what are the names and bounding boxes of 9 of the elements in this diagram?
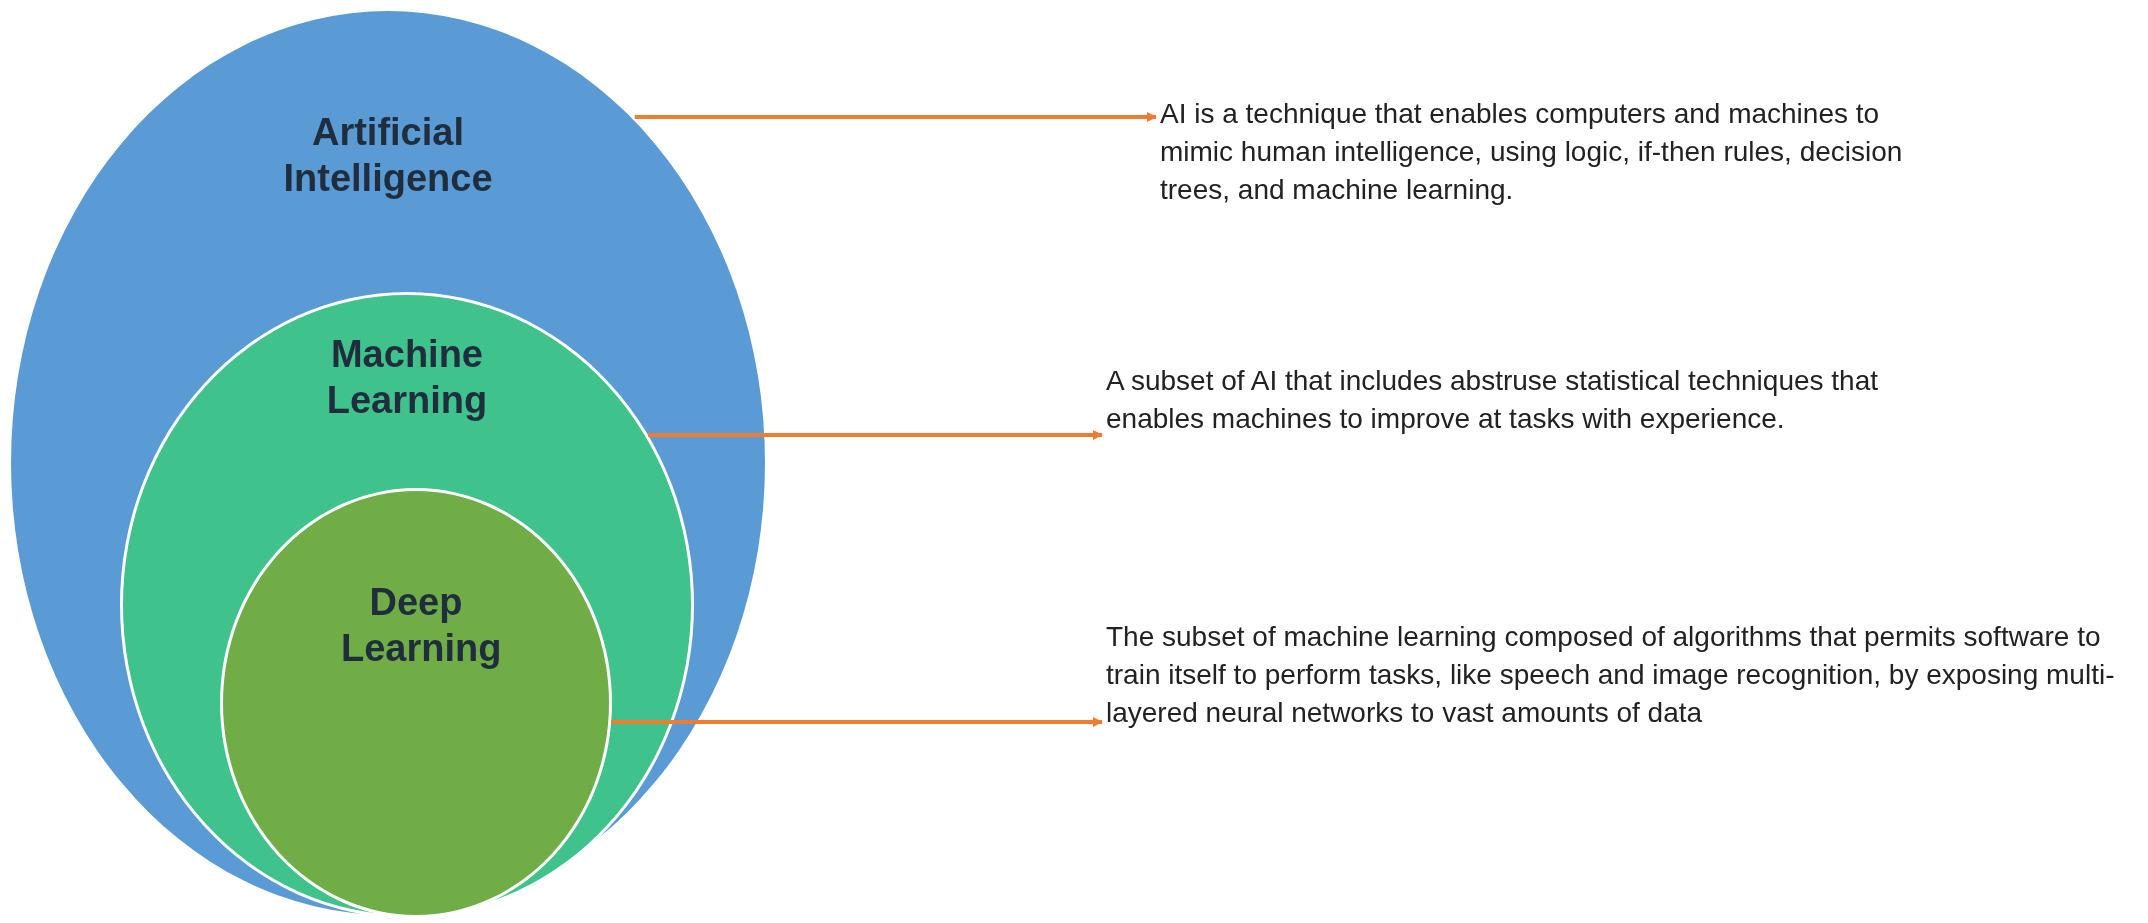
description-text: A subset of AI that includes abstruse statistical techniques that enables machines to improve at tasks with experience. [1106,364,1879,436]
circle-heading: Machine Learning [325,332,489,423]
circle-heading: Deep Learning [340,580,503,671]
arrow [611,717,1103,727]
circle-heading: Artificial Intelligence [282,110,494,201]
description-text: The subset of machine learning composed of algorithms that permits software to train itself to perform tasks, like speech and image recognition, by exposing multi-layered neural networks to vast amounts of data [1106,620,2116,730]
arrow [634,112,1157,122]
description-text: AI is a technique that enables computers and machines to mimic human intelligence, using logic, if-then rules, decision trees, and machine learning. [1160,97,1904,207]
arrow [648,430,1103,440]
